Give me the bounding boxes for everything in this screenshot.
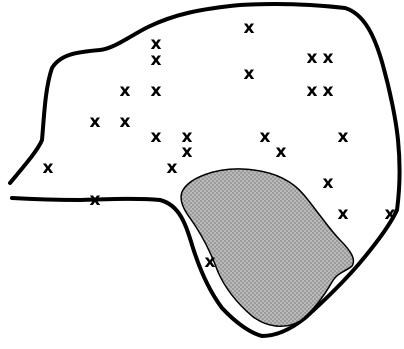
x-marker: x	[167, 158, 178, 178]
x-marker: x	[323, 48, 334, 68]
x-marker: x	[151, 127, 162, 147]
x-marker: x	[307, 81, 318, 101]
x-marker: x	[43, 158, 54, 178]
x-marker: x	[120, 81, 131, 101]
x-marker: x	[182, 142, 193, 162]
boundary-outline	[10, 4, 400, 336]
x-marker: x	[323, 173, 334, 193]
x-marker: x	[307, 48, 318, 68]
x-marker: x	[338, 204, 349, 224]
x-marker: x	[90, 190, 101, 210]
x-marker: x	[385, 204, 396, 224]
x-marker: x	[276, 142, 287, 162]
x-marker: x	[151, 50, 162, 70]
x-marker: x	[90, 112, 101, 132]
x-marker: x	[260, 127, 271, 147]
x-marker: x	[120, 112, 131, 132]
x-marker: x	[244, 18, 255, 38]
x-marker: x	[244, 64, 255, 84]
x-marker: x	[338, 127, 349, 147]
x-marker: x	[323, 81, 334, 101]
x-marker: x	[151, 81, 162, 101]
x-marker: x	[205, 252, 216, 272]
